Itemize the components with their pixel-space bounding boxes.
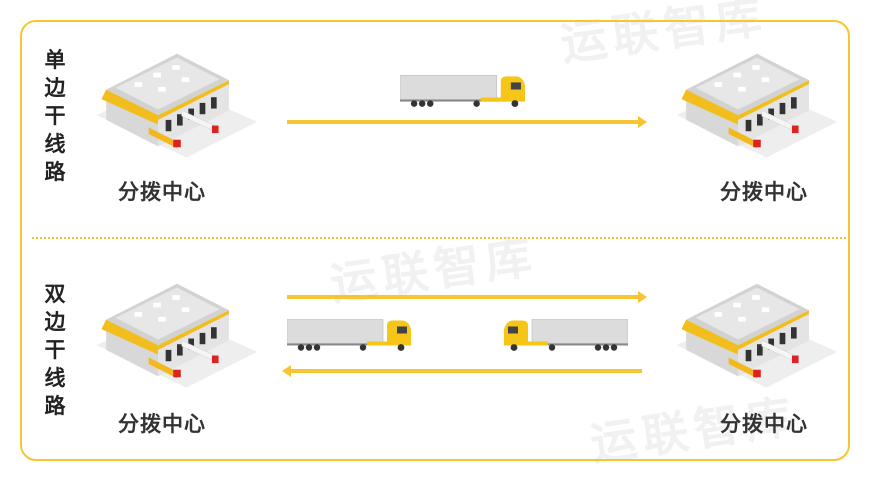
arrow-right xyxy=(287,291,647,303)
truck-icon xyxy=(400,73,527,108)
hub-label: 分拨中心 xyxy=(720,180,808,204)
arrow-right xyxy=(287,116,647,128)
hub-label: 分拨中心 xyxy=(118,412,206,436)
warehouse-icon xyxy=(672,272,842,390)
warehouse-icon xyxy=(672,42,842,160)
arrow-left xyxy=(282,365,642,377)
section-label-one-way: 单边干线路 xyxy=(44,48,66,184)
diagram-frame xyxy=(20,20,850,461)
warehouse-icon xyxy=(92,272,262,390)
section-label-two-way: 双边干线路 xyxy=(44,282,66,418)
hub-label: 分拨中心 xyxy=(720,412,808,436)
section-divider xyxy=(32,237,846,239)
hub-label: 分拨中心 xyxy=(118,180,206,204)
truck-icon xyxy=(287,317,413,352)
warehouse-icon xyxy=(92,42,262,160)
truck-icon xyxy=(502,317,628,352)
